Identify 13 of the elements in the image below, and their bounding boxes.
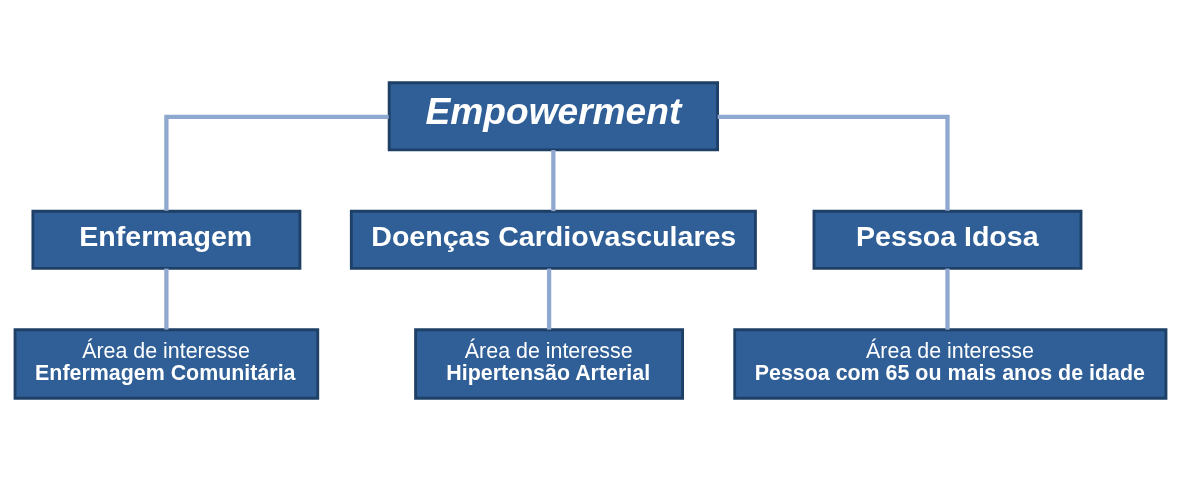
- connector: [546, 268, 552, 330]
- node-box: Área de interesse Enfermagem Comunitária: [13, 327, 320, 400]
- node-box: Área de interesse Pessoa com 65 ou mais anos de idade: [733, 327, 1168, 400]
- connector: [164, 268, 169, 330]
- connector: [551, 149, 556, 211]
- connector: [164, 114, 389, 211]
- node-box: Empowerment: [387, 80, 719, 151]
- connector: [717, 114, 950, 211]
- connector: [945, 268, 950, 330]
- node-box: Pessoa Idosa: [812, 209, 1083, 270]
- node-box: Doenças Cardiovasculares: [349, 209, 757, 270]
- node-box: Área de interesse Hipertensão Arterial: [414, 327, 685, 400]
- node-box: Enfermagem: [31, 209, 302, 270]
